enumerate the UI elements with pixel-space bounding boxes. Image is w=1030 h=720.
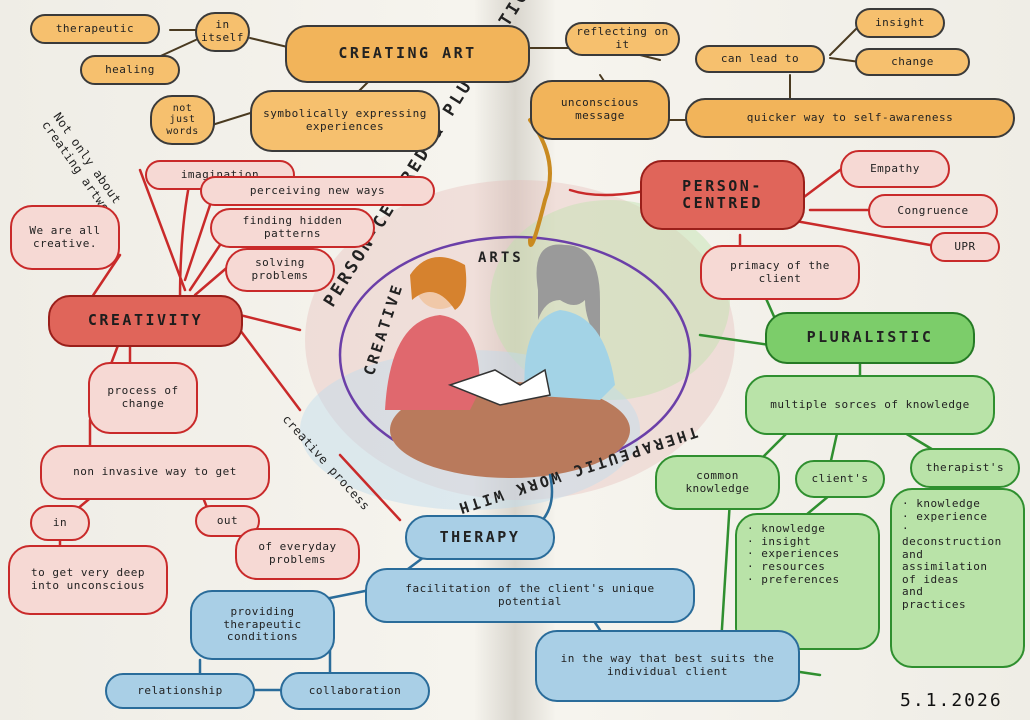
open-book xyxy=(447,368,551,406)
node-pluralistic: PLURALISTIC xyxy=(765,312,975,364)
node-everyday-problems: of everyday problems xyxy=(235,528,360,580)
node-symbolically-expressing: symbolically expressing experiences xyxy=(250,90,440,152)
node-upr: UPR xyxy=(930,232,1000,262)
node-we-are-all-creative: We are all creative. xyxy=(10,205,120,270)
node-process-of-change: process of change xyxy=(88,362,198,434)
node-in-the-way: in the way that best suits the individua… xyxy=(535,630,800,702)
node-reflecting-on-it: reflecting on it xyxy=(565,22,680,56)
node-finding-hidden-patterns: finding hidden patterns xyxy=(210,208,375,248)
node-therapy: THERAPY xyxy=(405,515,555,560)
node-quicker-way: quicker way to self-awareness xyxy=(685,98,1015,138)
node-multiple-sources: multiple sorces of knowledge xyxy=(745,375,995,435)
node-healing: healing xyxy=(80,55,180,85)
node-creativity: CREATIVITY xyxy=(48,295,243,347)
node-insight: insight xyxy=(855,8,945,38)
node-in: in xyxy=(30,505,90,541)
node-congruence: Congruence xyxy=(868,194,998,228)
node-creating-art: CREATING ART xyxy=(285,25,530,83)
node-therapists: therapist's xyxy=(910,448,1020,488)
node-person-centred: PERSON-CENTRED xyxy=(640,160,805,230)
node-collaboration: collaboration xyxy=(280,672,430,710)
node-client-list: · knowledge · insight · experiences · re… xyxy=(735,513,880,650)
date-label: 5.1.2026 xyxy=(900,690,1003,711)
right-figure-hair xyxy=(536,244,600,345)
node-change: change xyxy=(855,48,970,76)
node-not-just-words: not just words xyxy=(150,95,215,145)
node-empathy: Empathy xyxy=(840,150,950,188)
center-arts-label: ARTS xyxy=(478,250,524,266)
node-non-invasive-way: non invasive way to get xyxy=(40,445,270,500)
node-facilitation: facilitation of the client's unique pote… xyxy=(365,568,695,623)
node-common-knowledge: common knowledge xyxy=(655,455,780,510)
node-in-itself: in itself xyxy=(195,12,250,52)
node-primacy-of-client: primacy of the client xyxy=(700,245,860,300)
node-unconscious-message: unconscious message xyxy=(530,80,670,140)
node-therapeutic: therapeutic xyxy=(30,14,160,44)
node-can-lead-to: can lead to xyxy=(695,45,825,73)
node-perceiving-new-ways: perceiving new ways xyxy=(200,176,435,206)
node-solving-problems: solving problems xyxy=(225,248,335,292)
node-therapist-list: · knowledge · experience · deconstructio… xyxy=(890,488,1025,668)
node-imagination: imagination xyxy=(145,160,295,190)
node-providing-conditions: providing therapeutic conditions xyxy=(190,590,335,660)
left-figure-hair xyxy=(410,257,467,310)
node-clients: client's xyxy=(795,460,885,498)
node-relationship: relationship xyxy=(105,673,255,709)
node-deep-unconscious: to get very deep into unconscious xyxy=(8,545,168,615)
